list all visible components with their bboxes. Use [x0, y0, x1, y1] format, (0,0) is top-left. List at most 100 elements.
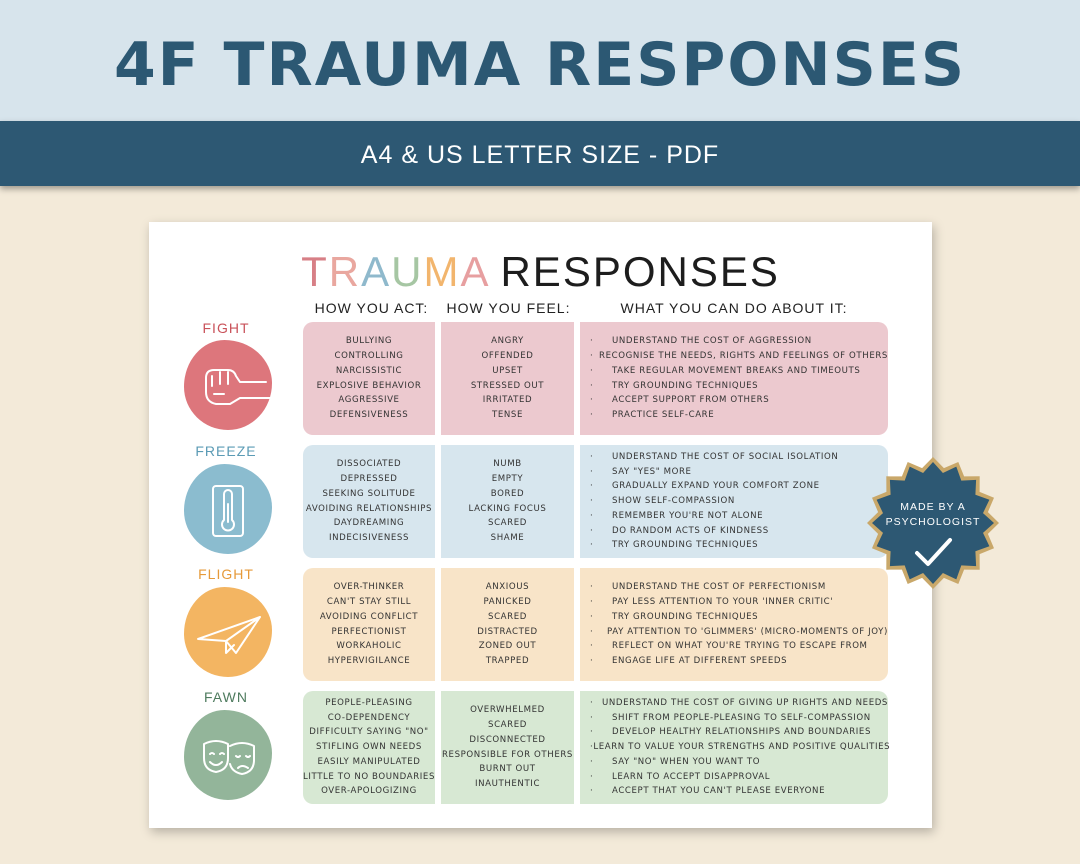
list-item: ·REFLECT ON WHAT YOU'RE TRYING TO ESCAPE…	[590, 639, 888, 654]
list-item-text: LEARN TO VALUE YOUR STRENGTHS AND POSITI…	[593, 742, 891, 753]
list-item: ·ACCEPT SUPPORT FROM OTHERS	[590, 393, 888, 408]
response-blob-fawn	[184, 710, 272, 800]
cell-do: ·UNDERSTAND THE COST OF PERFECTIONISM·PA…	[580, 568, 888, 681]
list-item: ·GRADUALLY EXPAND YOUR COMFORT ZONE	[590, 479, 888, 494]
title-letter: R	[328, 248, 362, 295]
list-item: WORKAHOLIC	[336, 641, 402, 652]
list-item: DISTRACTED	[477, 626, 538, 637]
seal-line-1: MADE BY A	[900, 501, 966, 513]
list-item-text: PRACTICE SELF-CARE	[612, 409, 715, 420]
list-item: OVERWHELMED	[470, 705, 545, 716]
list-item: ZONED OUT	[478, 641, 537, 652]
list-item-text: TRY GROUNDING TECHNIQUES	[612, 380, 759, 391]
list-item: TRAPPED	[485, 655, 530, 666]
list-item-text: GRADUALLY EXPAND YOUR COMFORT ZONE	[612, 481, 820, 492]
bullet: ·	[590, 742, 594, 753]
list-item: EASILY MANIPULATED	[317, 756, 421, 767]
list-item-text: TAKE REGULAR MOVEMENT BREAKS AND TIMEOUT…	[612, 365, 861, 376]
list-item: SCARED	[488, 720, 527, 731]
thermometer-icon	[212, 485, 244, 537]
header-band	[0, 0, 1080, 121]
list-item: STIFLING OWN NEEDS	[316, 742, 422, 753]
list-item: ·UNDERSTAND THE COST OF SOCIAL ISOLATION	[590, 450, 888, 465]
list-item: ·DO RANDOM ACTS OF KINDNESS	[590, 524, 888, 539]
list-item: PANICKED	[483, 597, 532, 608]
cell-feel: ANXIOUS PANICKED SCARED DISTRACTED ZONED OUT…	[441, 568, 574, 681]
bullet: ·	[590, 655, 594, 666]
list-item-text: SAY "NO" WHEN YOU WANT TO	[612, 756, 761, 767]
list-item: DEPRESSED	[340, 474, 398, 485]
list-item: BORED	[490, 488, 525, 499]
page-subtitle: A4 & US LETTER SIZE - PDF	[360, 141, 720, 169]
list-item: ·UNDERSTAND THE COST OF AGGRESSION	[590, 334, 888, 349]
list-item: CAN'T STAY STILL	[326, 597, 412, 608]
list-item: ·TRY GROUNDING TECHNIQUES	[590, 610, 888, 625]
response-blob-freeze	[184, 464, 272, 554]
list-item: ·SHIFT FROM PEOPLE-PLEASING TO SELF-COMP…	[590, 711, 888, 726]
response-label-fawn: FAWN	[204, 689, 248, 705]
response-label-fight: FIGHT	[202, 320, 250, 336]
list-item: OFFENDED	[481, 351, 534, 362]
list-item: ·UNDERSTAND THE COST OF PERFECTIONISM	[590, 580, 888, 595]
list-item: ·PAY ATTENTION TO 'GLIMMERS' (MICRO-MOME…	[590, 625, 888, 640]
list-item: ·SAY "NO" WHEN YOU WANT TO	[590, 755, 888, 770]
title-letter: U	[391, 248, 424, 295]
fist-icon	[205, 369, 271, 405]
response-label-flight: FLIGHT	[198, 566, 254, 582]
list-item-text: PAY LESS ATTENTION TO YOUR 'INNER CRITIC…	[612, 597, 834, 608]
list-item: HYPERVIGILANCE	[327, 655, 411, 666]
cell-do: ·UNDERSTAND THE COST OF AGGRESSION·RECOG…	[580, 322, 888, 435]
psychologist-seal	[867, 457, 999, 589]
title-letter: M	[423, 248, 461, 295]
seal-line-2: PSYCHOLOGIST	[885, 516, 981, 528]
list-item: ·ACCEPT THAT YOU CAN'T PLEASE EVERYONE	[590, 784, 888, 799]
bullet: ·	[590, 786, 594, 797]
list-item-text: UNDERSTAND THE COST OF SOCIAL ISOLATION	[612, 452, 839, 463]
list-item-text: SHOW SELF-COMPASSION	[612, 496, 735, 507]
list-item: · ENGAGE LIFE AT DIFFERENT SPEEDS	[590, 654, 888, 669]
list-item-text: SHIFT FROM PEOPLE-PLEASING TO SELF-COMPA…	[612, 712, 871, 723]
bullet: ·	[590, 540, 594, 551]
bullet: ·	[590, 727, 594, 738]
list-item: ·SHOW SELF-COMPASSION	[590, 494, 888, 509]
list-item: DIFFICULTY SAYING "NO"	[309, 727, 429, 738]
list-item: ·DEVELOP HEALTHY RELATIONSHIPS AND BOUND…	[590, 725, 888, 740]
list-item: OVER-THINKER	[333, 582, 405, 593]
bullet: ·	[590, 466, 594, 477]
bullet: ·	[590, 336, 594, 347]
list-item: ANGRY	[491, 336, 524, 347]
list-item: SEEKING SOLITUDE	[322, 488, 416, 499]
bullet: ·	[590, 597, 594, 608]
list-item: INDECISIVENESS	[328, 532, 409, 543]
response-blob-fight	[184, 340, 272, 430]
cell-do: · UNDERSTAND THE COST OF GIVING UP RIGHTS…	[580, 691, 891, 804]
list-item: ·TRY GROUNDING TECHNIQUES	[590, 538, 888, 553]
list-item-text: PAY ATTENTION TO 'GLIMMERS' (MICRO-MOMEN…	[607, 626, 888, 637]
list-item: CONTROLLING	[334, 351, 404, 362]
title-letter: A	[361, 248, 392, 295]
list-item: ·TAKE REGULAR MOVEMENT BREAKS AND TIMEOU…	[590, 364, 888, 379]
list-item: ·TRY GROUNDING TECHNIQUES	[590, 379, 888, 394]
list-item: ·LEARN TO ACCEPT DISAPPROVAL	[590, 770, 888, 785]
bullet: ·	[590, 395, 594, 406]
list-item: ANXIOUS	[485, 582, 530, 593]
list-item-text: ENGAGE LIFE AT DIFFERENT SPEEDS	[612, 655, 788, 666]
list-item: EMPTY	[491, 474, 524, 485]
list-item: NARCISSISTIC	[335, 365, 403, 376]
list-item-text: RECOGNISE THE NEEDS, RIGHTS AND FEELINGS…	[599, 351, 888, 362]
list-item: SCARED	[488, 611, 527, 622]
list-item-text: UNDERSTAND THE COST OF GIVING UP RIGHTS …	[601, 698, 888, 709]
list-item: PERFECTIONIST	[331, 626, 407, 637]
list-item: ·PRACTICE SELF-CARE	[590, 408, 888, 423]
checkmark-icon	[915, 538, 952, 566]
list-item: DISCONNECTED	[469, 734, 546, 745]
bullet: ·	[590, 698, 594, 709]
column-header-act: HOW YOU ACT:	[314, 300, 429, 316]
list-item: IRRITATED	[482, 395, 533, 406]
list-item: SHAME	[490, 532, 525, 543]
list-item: RESPONSIBLE FOR OTHERS	[441, 749, 573, 760]
list-item: BURNT OUT	[479, 764, 536, 775]
